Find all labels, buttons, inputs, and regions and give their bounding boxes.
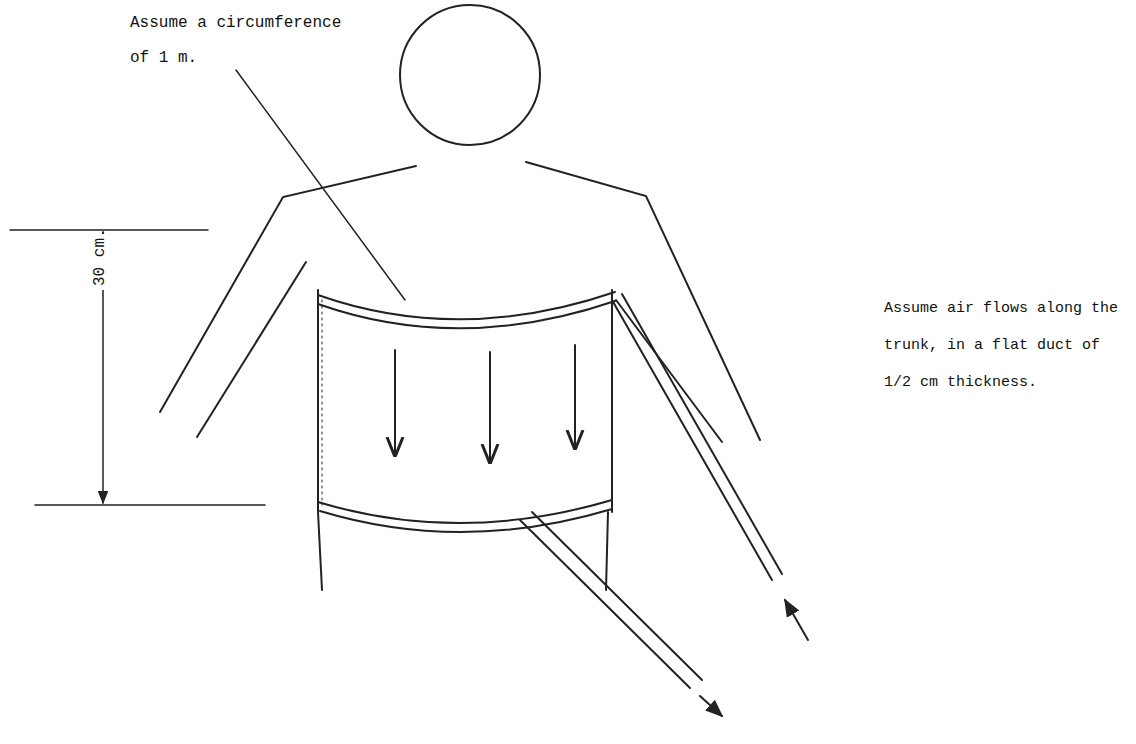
flow-arrow <box>394 350 396 455</box>
right-leg <box>606 512 608 590</box>
dimension-extension <box>10 229 208 231</box>
band-left-side <box>317 290 319 512</box>
left-leg <box>318 512 322 590</box>
inlet-arrow <box>785 600 808 640</box>
right-arm <box>526 162 760 440</box>
band-top-inner <box>318 301 615 328</box>
inlet-tube <box>622 294 782 574</box>
left-arm <box>160 166 416 412</box>
outlet-tube <box>532 512 702 680</box>
right-arm-inner <box>616 300 722 442</box>
band-right-side <box>611 290 613 512</box>
band-bottom-inner <box>320 509 612 532</box>
outlet-tube <box>520 520 690 688</box>
left-arm-inner <box>197 262 306 437</box>
outlet-arrow <box>700 696 722 716</box>
note-text: Assume a circumference of 1 m. <box>130 6 355 76</box>
band-left-dotted <box>322 300 323 505</box>
dimension-extension <box>35 504 265 506</box>
dimension-label: 30 cm <box>89 234 111 290</box>
note-text: Assume air flows along the trunk, in a f… <box>884 290 1124 401</box>
leader-line <box>236 70 405 300</box>
inlet-tube <box>612 300 772 580</box>
flow-arrow <box>489 352 491 462</box>
head <box>400 5 540 145</box>
flow-arrow <box>574 345 576 448</box>
